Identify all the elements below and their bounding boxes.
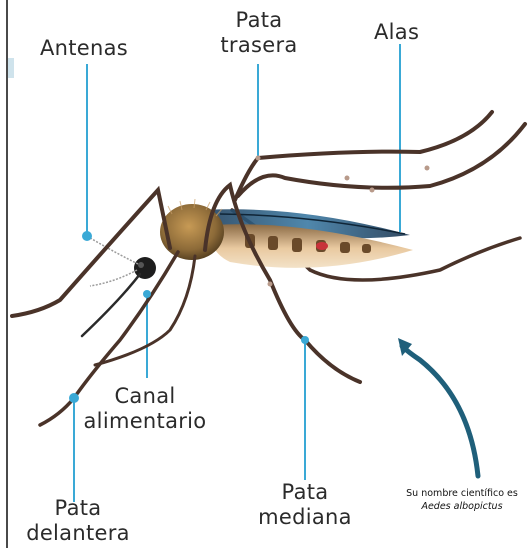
label-pata-mediana: Pata mediana — [250, 480, 360, 530]
label-alas: Alas — [374, 20, 419, 45]
scientific-name-species: Aedes albopictus — [392, 500, 531, 513]
label-antenas: Antenas — [40, 36, 128, 61]
curved-arrow — [398, 338, 478, 476]
scientific-name-caption: Su nombre científico es Aedes albopictus — [392, 487, 531, 513]
scientific-name-prefix: Su nombre científico es — [392, 487, 531, 500]
label-pata-delantera: Pata delantera — [18, 496, 138, 546]
label-canal-alimentario: Canal alimentario — [76, 384, 214, 434]
label-pata-trasera: Pata trasera — [214, 8, 304, 58]
